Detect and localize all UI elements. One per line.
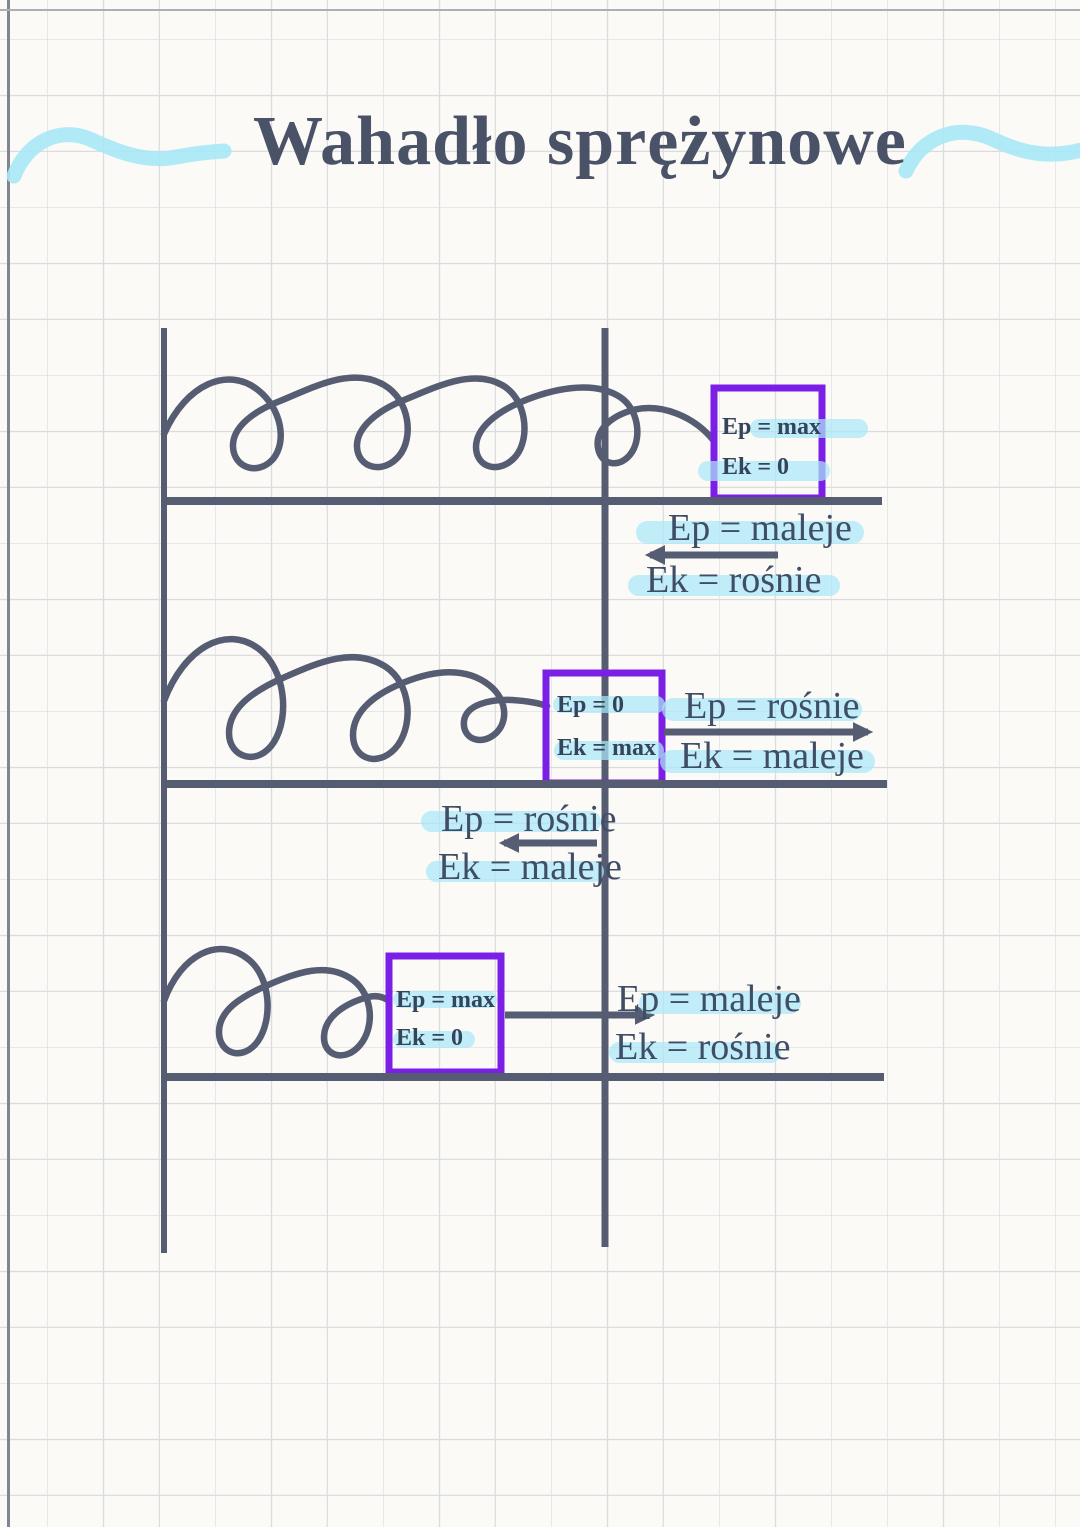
highlighter-mark	[660, 750, 875, 773]
highlighter-mark	[393, 1031, 475, 1048]
title-wave-right-icon	[898, 124, 1080, 179]
highlighter-mark	[553, 696, 665, 713]
motion-label-3-ek: Ek = rośnie	[609, 1025, 791, 1069]
highlighter-mark	[662, 698, 862, 721]
energy-box-1-line-ep: Ep = max	[722, 412, 868, 442]
energy-box-2-line-ep: Ep = 0	[553, 690, 665, 720]
spring-coil-1	[160, 374, 718, 472]
highlighter-mark	[639, 992, 801, 1014]
energy-box-3	[385, 952, 505, 1076]
page-title: Wahadło sprężynowe	[253, 103, 907, 180]
energy-box-3-line-ek: Ek = 0	[393, 1023, 475, 1053]
highlighter-mark	[609, 1042, 781, 1063]
highlighter-mark	[636, 521, 864, 544]
highlighter-mark	[554, 741, 664, 760]
highlighter-mark	[698, 461, 830, 481]
motion-label-2-right-ek: Ek = maleje	[660, 734, 875, 778]
motion-label-2-left-ek: Ek = maleje	[426, 845, 622, 889]
highlighter-mark	[426, 861, 604, 882]
page-edge-line-top	[0, 9, 1080, 11]
spring-coil-2	[160, 636, 551, 763]
highlighter-mark	[628, 575, 840, 596]
motion-label-1-ek: Ek = rośnie	[628, 558, 840, 602]
motion-label-3-ep: Ep = maleje	[617, 978, 801, 1020]
motion-label-2-right-ep: Ep = rośnie	[662, 684, 862, 728]
energy-box-3-line-ep: Ep = max	[393, 985, 497, 1015]
highlighter-mark	[750, 419, 868, 438]
spring-coil-3	[160, 945, 393, 1059]
highlighter-mark	[421, 811, 601, 832]
title-wave-left-icon	[6, 127, 232, 184]
highlighter-mark	[393, 991, 497, 1008]
energy-box-1-line-ek: Ek = 0	[698, 452, 830, 482]
motion-label-2-left-ep: Ep = rośnie	[421, 797, 617, 841]
motion-label-1-ep: Ep = maleje	[636, 506, 864, 550]
page-edge-line-left	[7, 0, 10, 1527]
energy-box-2-line-ek: Ek = max	[554, 733, 664, 763]
